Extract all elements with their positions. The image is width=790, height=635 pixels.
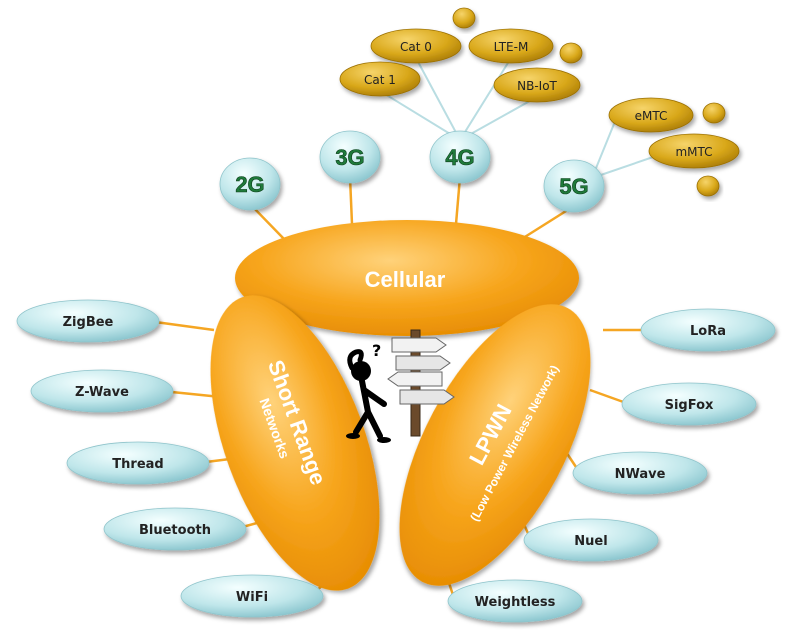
5g-emtc-bubble: eMTC (608, 97, 694, 133)
generation-4g-bubble: 4G (429, 130, 491, 184)
5g-mmtc-bubble-label: mMTC (675, 145, 712, 159)
generation-5g-bubble-label: 5G (559, 174, 588, 199)
lpwn-sigfox-bubble: SigFox (621, 382, 757, 426)
lte-cat-1-bubble: Cat 1 (339, 61, 421, 97)
decorative-dot-3 (702, 102, 726, 124)
lpwn-nwave-bubble-label: NWave (615, 467, 666, 482)
confused-stick-figure-icon: ? (346, 341, 391, 443)
connector-3g (348, 176, 354, 225)
technology-bubbles: 2G 3G 4G 5G Cat 0 LTE-M Cat 1 NB-IoT eMTC mMTC Zig… (16, 7, 776, 623)
connector-2g (249, 203, 286, 241)
lte-cat-1-bubble-label: Cat 1 (364, 73, 396, 87)
decorative-dot-1 (452, 7, 476, 29)
lpwn-sigfox-bubble-label: SigFox (665, 398, 714, 413)
5g-mmtc-bubble: mMTC (648, 133, 740, 169)
short-range-bluetooth-bubble-label: Bluetooth (139, 523, 211, 538)
lpwn-lora-bubble: LoRa (640, 308, 776, 352)
short-range-node: Short Range Networks (210, 295, 380, 591)
lpwn-lora-bubble-label: LoRa (690, 324, 726, 339)
short-range-zigbee-bubble-label: ZigBee (63, 315, 114, 330)
connector-nb-iot (459, 96, 538, 141)
generation-2g-bubble-label: 2G (235, 172, 264, 197)
lpwn-nwave-bubble: NWave (572, 451, 708, 495)
lte-lte-m-bubble-label: LTE-M (494, 40, 529, 54)
lte-nb-iot-bubble-label: NB-IoT (517, 79, 557, 93)
lpwn-node: LPWN (Low Power Wireless Network) (399, 304, 591, 586)
lpwn-nuel-bubble-label: Nuel (574, 534, 607, 549)
connector-lte-m (459, 57, 512, 141)
cellular-node: Cellular (235, 220, 579, 336)
lpwn-weightless-bubble: Weightless (447, 579, 583, 623)
short-range-wifi-bubble-label: WiFi (236, 590, 268, 605)
connector-cat-0 (415, 57, 461, 141)
svg-text:?: ? (372, 341, 381, 360)
cellular-label: Cellular (365, 267, 446, 292)
generation-4g-bubble-label: 4G (445, 145, 474, 170)
generation-5g-bubble: 5G (543, 159, 605, 213)
generation-3g-bubble-label: 3G (335, 145, 364, 170)
short-range-thread-bubble: Thread (66, 441, 210, 485)
connector-5g (519, 204, 575, 242)
generation-3g-bubble: 3G (319, 130, 381, 184)
lpwn-nuel-bubble: Nuel (523, 518, 659, 562)
short-range-wifi-bubble: WiFi (180, 574, 324, 618)
short-range-z-wave-bubble-label: Z-Wave (75, 385, 129, 400)
decorative-dot-4 (696, 175, 720, 197)
5g-emtc-bubble-label: eMTC (635, 109, 668, 123)
short-range-thread-bubble-label: Thread (112, 457, 163, 472)
lte-cat-0-bubble-label: Cat 0 (400, 40, 432, 54)
decorative-dot-2 (559, 42, 583, 64)
connector-cat-1 (379, 90, 461, 141)
lte-nb-iot-bubble: NB-IoT (493, 67, 581, 103)
signpost-icon (387, 329, 455, 437)
lte-cat-0-bubble: Cat 0 (370, 28, 462, 64)
connector-mmtc (591, 154, 660, 179)
lte-lte-m-bubble: LTE-M (468, 28, 554, 64)
short-range-bluetooth-bubble: Bluetooth (103, 507, 247, 551)
generation-2g-bubble: 2G (219, 157, 281, 211)
short-range-z-wave-bubble: Z-Wave (30, 369, 174, 413)
short-range-zigbee-bubble: ZigBee (16, 299, 160, 343)
lpwn-weightless-bubble-label: Weightless (475, 595, 556, 610)
connector-4g (454, 176, 462, 225)
